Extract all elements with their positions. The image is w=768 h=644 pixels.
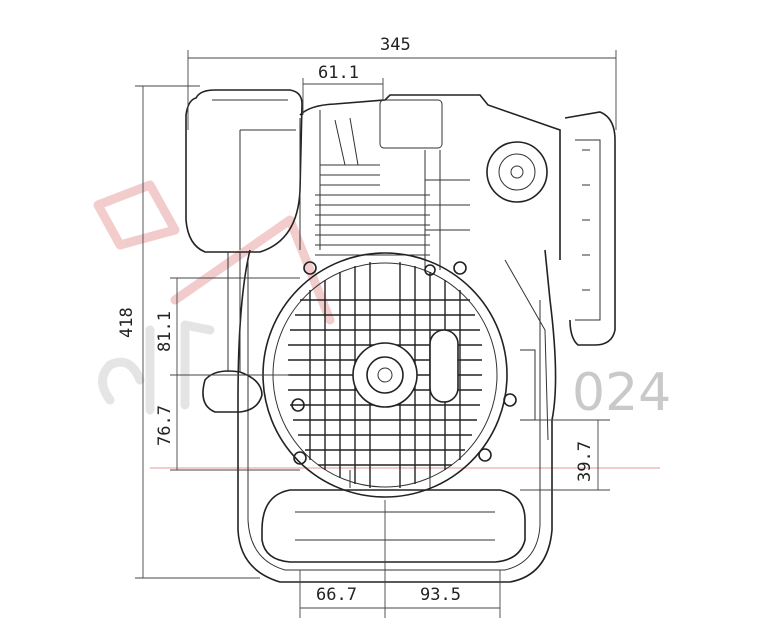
dim-top-offset: 61.1 (318, 63, 359, 83)
dim-bottom-left: 66.7 (316, 585, 357, 605)
dim-right-offset: 39.7 (575, 441, 595, 482)
dim-left-offset-upper: 81.1 (155, 311, 175, 352)
watermark-text: 024 (572, 363, 671, 423)
engine-outline (185, 89, 616, 583)
watermark-logo (93, 180, 660, 469)
dimension-lines (135, 50, 617, 618)
dim-overall-height: 418 (117, 307, 137, 338)
mounting-bolts (291, 261, 517, 465)
dim-bottom-right: 93.5 (420, 585, 461, 605)
dim-left-offset-lower: 76.7 (155, 405, 175, 446)
cooling-fins (315, 164, 430, 256)
dim-overall-width: 345 (380, 35, 411, 55)
